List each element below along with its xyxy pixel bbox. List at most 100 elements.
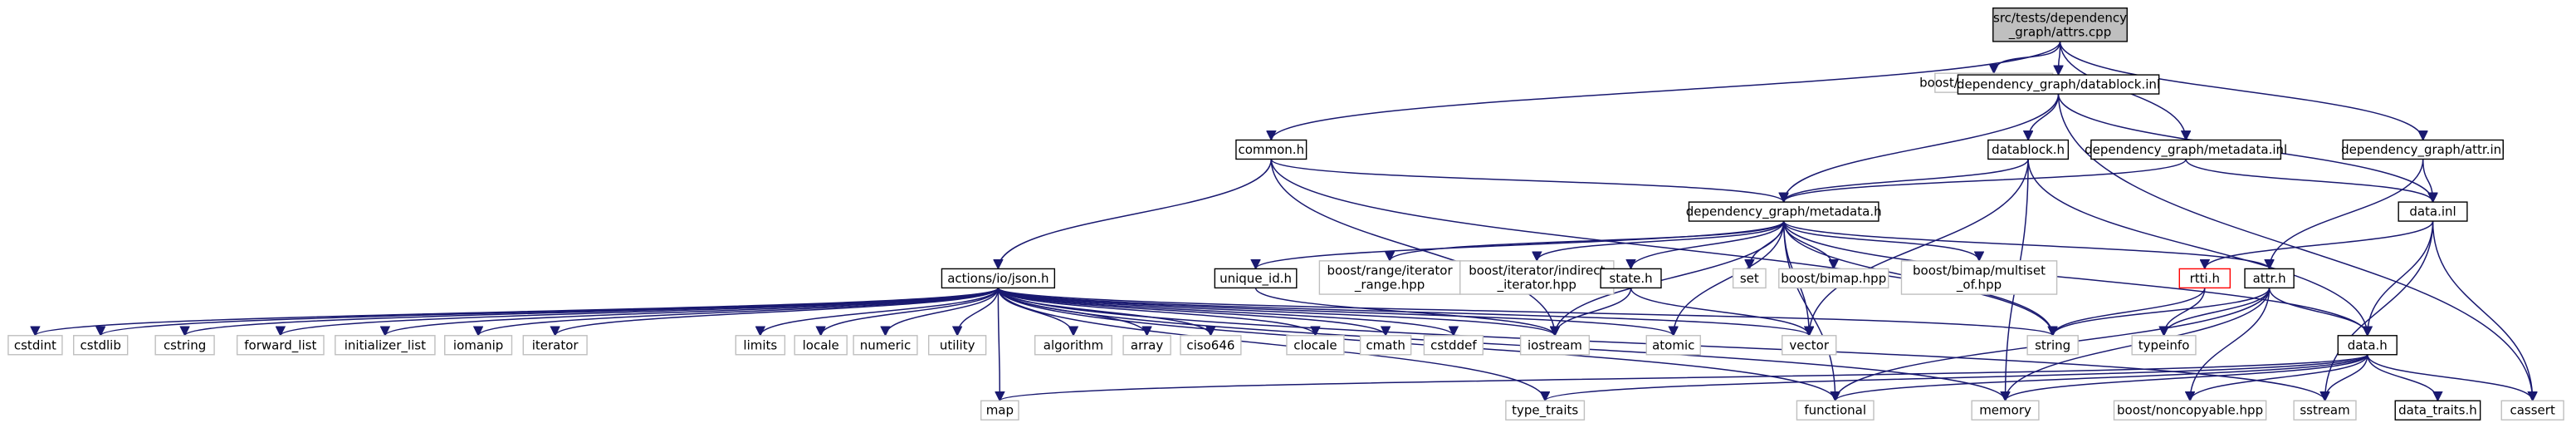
- node-iterator-range: boost/range/iterator_range.hpp: [1318, 260, 1461, 295]
- edge-line: [885, 288, 1000, 335]
- edge-line: [1784, 159, 2187, 202]
- edge-json_h-to-initializer_list: [385, 287, 1000, 335]
- edge-datablock_h-to-metadata_h: [1784, 159, 2029, 202]
- node-iterator: iterator: [522, 335, 588, 356]
- node-datablock-h[interactable]: datablock.h: [1987, 139, 2070, 160]
- node-label: set: [1740, 271, 1759, 286]
- node-ciso646: ciso646: [1180, 335, 1242, 356]
- node-box: [2113, 400, 2267, 421]
- node-cstddef: cstddef: [1423, 335, 1484, 356]
- node-box: [335, 335, 436, 356]
- node-box: [1900, 260, 2058, 295]
- node-label: boost/range/iterator: [1327, 263, 1453, 278]
- node-label: typeinfo: [2139, 337, 2190, 352]
- edge-json_h-to-iostream: [997, 287, 1555, 335]
- edge-json_h-to-cstddef: [997, 288, 1453, 335]
- node-box: [2398, 201, 2468, 222]
- edge-line: [2059, 41, 2423, 140]
- node-box: [1971, 400, 2040, 421]
- node-label: dependency_graph/metadata.inl: [2085, 142, 2287, 158]
- edge-json_h-to-memory: [997, 288, 2005, 401]
- edge-metadata_inl-to-data_inl: [2185, 159, 2432, 202]
- node-iostream: iostream: [1519, 335, 1591, 356]
- edge-state_h-to-vector: [1630, 288, 1810, 335]
- node-label: cmath: [1366, 337, 1405, 352]
- edge-line: [997, 287, 2052, 335]
- node-box: [154, 335, 215, 356]
- node-box: [1778, 268, 1889, 289]
- edge-line: [1000, 354, 2368, 401]
- node-attr-h[interactable]: attr.h: [2244, 268, 2295, 289]
- edge-line: [760, 288, 1000, 335]
- edge-line: [555, 288, 1000, 335]
- node-label: dependency_graph/attr.inl: [2341, 142, 2505, 158]
- node-label: forward_list: [244, 337, 316, 353]
- node-data-traits-h[interactable]: data_traits.h: [2394, 400, 2481, 421]
- edge-metadata_h-to-iterator_range: [1390, 220, 1785, 261]
- node-json-h[interactable]: actions/io/json.h: [941, 268, 1056, 289]
- node-box: [2500, 400, 2564, 421]
- edge-data_h-to-data_traits_h: [2367, 354, 2438, 401]
- edge-line: [2164, 288, 2270, 335]
- edge-line: [2190, 288, 2270, 401]
- node-multiset-of: boost/bimap/multiset_of.hpp: [1900, 260, 2058, 295]
- edge-line: [1545, 354, 2368, 401]
- node-datablock-inl[interactable]: dependency_graph/datablock.inl: [1957, 74, 2160, 95]
- node-functional: functional: [1796, 400, 1875, 421]
- node-label: actions/io/json.h: [947, 271, 1048, 286]
- node-label: limits: [743, 337, 777, 352]
- edge-data_inl-to-rtti_h: [2205, 220, 2434, 268]
- node-attr-inl[interactable]: dependency_graph/attr.inl: [2341, 139, 2505, 160]
- edge-json_h-to-iterator: [555, 288, 1000, 335]
- node-label: cstring: [164, 337, 206, 352]
- node-label: _range.hpp: [1354, 277, 1425, 293]
- node-metadata-inl[interactable]: dependency_graph/metadata.inl: [2085, 139, 2287, 160]
- node-box: [2090, 139, 2282, 160]
- node-box: [1359, 335, 1412, 356]
- edge-line: [821, 288, 1000, 335]
- edge-line: [1674, 221, 1785, 336]
- edge-line: [1809, 159, 2029, 335]
- node-data-inl[interactable]: data.inl: [2398, 201, 2468, 222]
- node-label: atomic: [1652, 337, 1694, 352]
- node-cstdlib: cstdlib: [72, 335, 129, 356]
- node-box: [1122, 335, 1171, 356]
- node-label: data.h: [2348, 337, 2388, 352]
- edge-line: [1782, 220, 2270, 268]
- edge-metadata_h-to-unique_id_h: [1256, 220, 1785, 268]
- edge-rtti_h-to-string: [2053, 288, 2206, 335]
- node-unique-id-h[interactable]: unique_id.h: [1214, 268, 1298, 289]
- edge-attrs_cpp-to-datablock_inl: [2059, 41, 2060, 75]
- node-label: cstddef: [1430, 337, 1477, 352]
- node-data-h[interactable]: data.h: [2337, 335, 2398, 356]
- node-state-h[interactable]: state.h: [1600, 268, 1662, 289]
- edge-line: [998, 288, 1000, 401]
- node-box: [794, 335, 848, 356]
- node-utility: utility: [927, 335, 987, 356]
- node-set: set: [1732, 268, 1767, 289]
- node-box: [444, 335, 513, 356]
- node-label: initializer_list: [345, 337, 426, 353]
- node-box: [1688, 201, 1879, 222]
- node-rtti-h[interactable]: rtti.h: [2178, 268, 2231, 289]
- node-label: clocale: [1293, 337, 1337, 352]
- edge-line: [1256, 220, 1785, 268]
- node-attrs-cpp[interactable]: src/tests/dependency_graph/attrs.cpp: [1992, 7, 2128, 42]
- node-metadata-h[interactable]: dependency_graph/metadata.h: [1686, 201, 1882, 222]
- node-box: [2394, 400, 2481, 421]
- node-cmath: cmath: [1359, 335, 1412, 356]
- edge-line: [2268, 288, 2368, 335]
- edge-json_h-to-atomic: [997, 287, 1673, 335]
- node-box: [1214, 268, 1298, 289]
- node-box: [2178, 268, 2231, 289]
- edge-data_h-to-sstream: [2325, 354, 2368, 401]
- edge-attrs_cpp-to-attr_inl: [2059, 41, 2423, 140]
- edge-line: [2185, 159, 2432, 202]
- node-common-h[interactable]: common.h: [1235, 139, 1308, 160]
- node-label: state.h: [1609, 271, 1652, 286]
- node-box: [1987, 139, 2070, 160]
- node-label: _of.hpp: [1956, 277, 2002, 293]
- edge-json_h-to-string: [997, 287, 2052, 335]
- node-label: _iterator.hpp: [1497, 277, 1576, 293]
- edge-line: [2059, 41, 2060, 75]
